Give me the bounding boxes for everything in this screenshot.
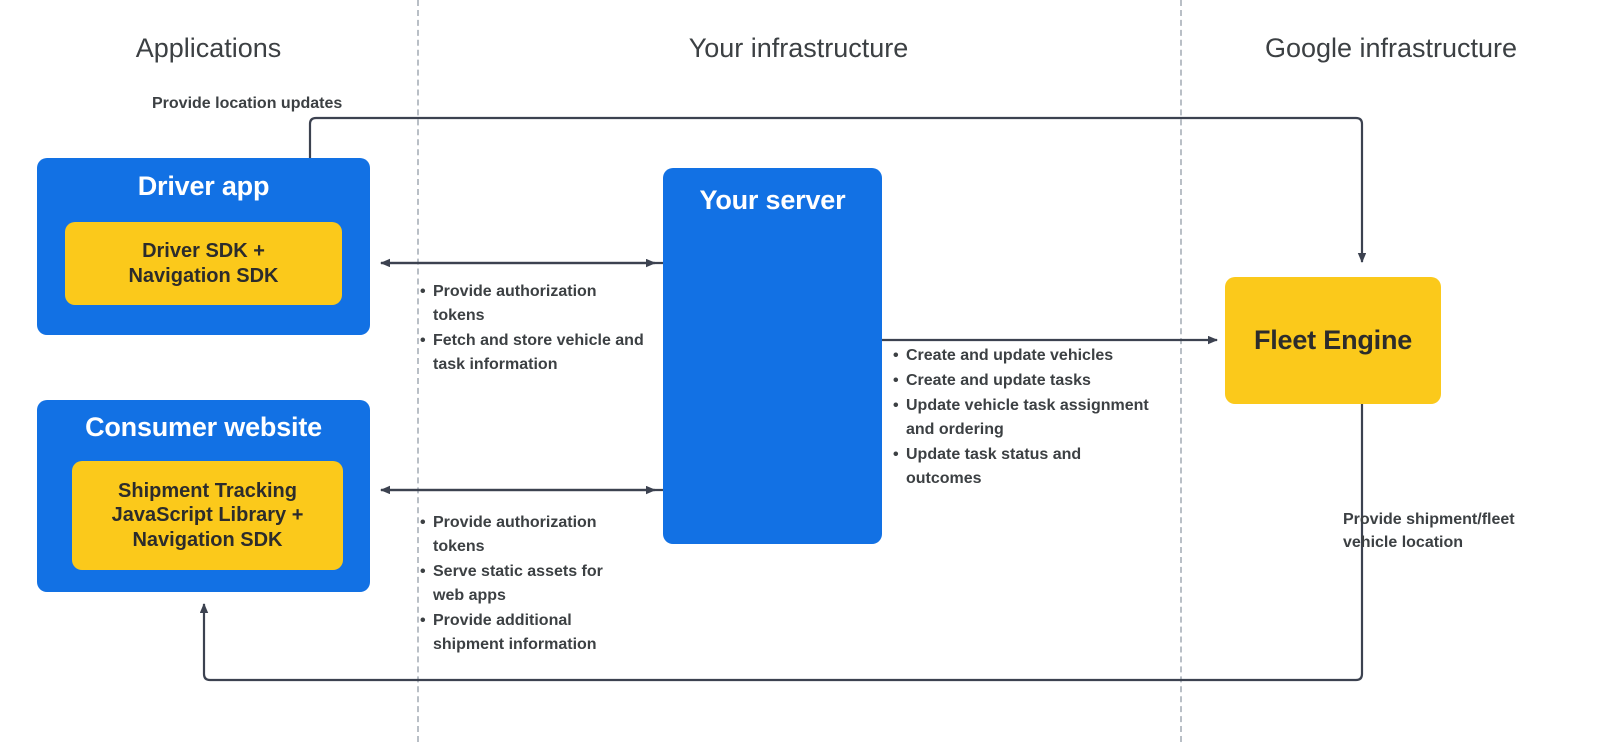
column-divider-infrastructure-google bbox=[1180, 0, 1182, 742]
edge-bullets-server-to-fleet-engine: Create and update vehiclesCreate and upd… bbox=[893, 344, 1155, 492]
column-heading-applications: Applications bbox=[135, 33, 282, 63]
column-divider-applications-infrastructure bbox=[417, 0, 419, 742]
node-fleet-engine[interactable]: Fleet Engine bbox=[1225, 277, 1441, 404]
edge-label-provide-location-updates: Provide location updates bbox=[152, 95, 343, 112]
bullet-item: Provide authorization tokens bbox=[420, 280, 645, 328]
column-heading-google-infrastructure: Google infrastructure bbox=[1264, 33, 1518, 63]
bullet-item: Update vehicle task assignment and order… bbox=[893, 394, 1155, 442]
bullet-item: Update task status and outcomes bbox=[893, 443, 1155, 491]
edge-label-provide-shipment-fleet-vehicle-location: Provide shipment/fleet vehicle location bbox=[1343, 511, 1515, 552]
bullet-item: Fetch and store vehicle and task informa… bbox=[420, 329, 645, 377]
edge-bullets-server-to-consumer-website: Provide authorization tokensServe static… bbox=[420, 511, 635, 658]
bullet-item: Provide authorization tokens bbox=[420, 511, 635, 559]
node-consumer-website-title: Consumer website bbox=[85, 412, 322, 442]
node-your-server-title: Your server bbox=[699, 185, 846, 215]
bullet-item: Create and update tasks bbox=[893, 369, 1155, 393]
node-driver-app[interactable]: Driver app Driver SDK +Navigation SDK bbox=[37, 158, 370, 335]
node-your-server[interactable]: Your server bbox=[663, 168, 882, 544]
bullet-item: Create and update vehicles bbox=[893, 344, 1155, 368]
edge-bullets-server-to-driver-app: Provide authorization tokensFetch and st… bbox=[420, 280, 645, 378]
node-fleet-engine-title: Fleet Engine bbox=[1253, 325, 1413, 355]
node-driver-sdk[interactable]: Driver SDK +Navigation SDK bbox=[65, 222, 342, 305]
bullet-item: Provide additional shipment information bbox=[420, 609, 635, 657]
node-driver-sdk-label: Driver SDK +Navigation SDK bbox=[128, 240, 279, 287]
column-heading-your-infrastructure: Your infrastructure bbox=[688, 33, 909, 63]
bullet-item: Serve static assets for web apps bbox=[420, 560, 635, 608]
node-driver-app-title: Driver app bbox=[137, 171, 270, 201]
